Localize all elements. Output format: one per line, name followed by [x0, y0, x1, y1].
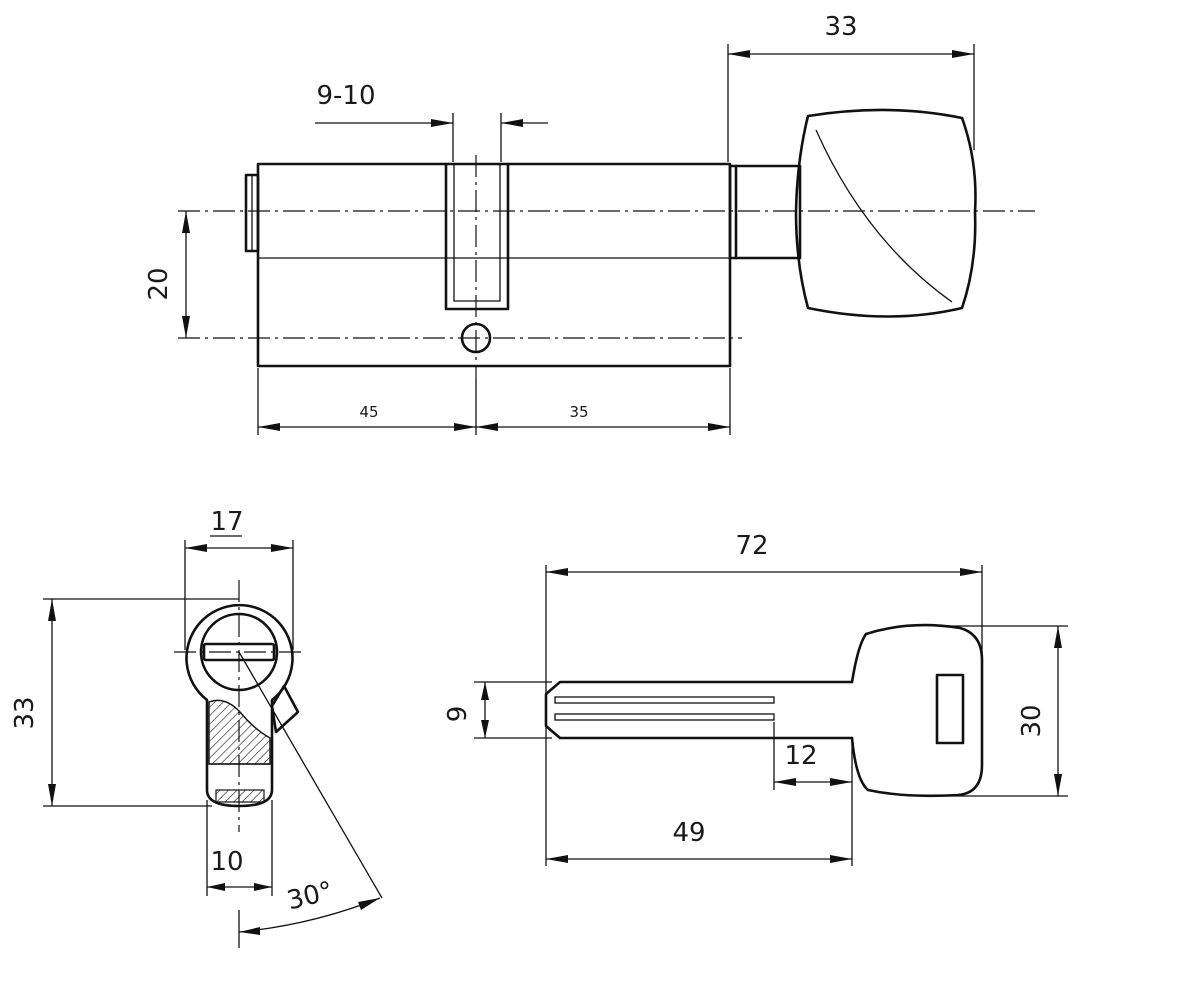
key-head-hole [935, 673, 965, 745]
cylinder-side-view: 33 9-10 20 45 [144, 12, 1035, 435]
cylinder-profile-view: 17 33 10 30° [10, 507, 383, 948]
dimension-knob-length: 33 [727, 12, 975, 162]
cylinder-body [256, 162, 732, 368]
thumb-turn-knob [794, 108, 977, 318]
dim-label-cam-angle: 30° [284, 876, 336, 916]
dim-label-key-head-height: 30 [1017, 704, 1047, 737]
cam-slot [444, 162, 510, 311]
hatched-section [208, 699, 271, 765]
dim-label-key-blade-length: 49 [672, 818, 705, 848]
dimension-key-blade-height: 9 [443, 681, 552, 739]
dim-label-body-height: 20 [144, 267, 174, 300]
key-view: 72 9 30 12 [443, 531, 1068, 866]
dimension-profile-width: 17 [184, 507, 294, 650]
dim-label-key-shoulder-gap: 12 [784, 741, 817, 771]
dimension-key-shoulder-gap: 12 [773, 722, 853, 866]
dimension-body-lengths: 45 35 [257, 368, 731, 435]
dimension-key-blade-length: 49 [546, 818, 852, 863]
dimension-cam-slot: 9-10 [315, 81, 548, 162]
dimension-bottom-width: 10 [206, 800, 273, 896]
profile-outline [185, 603, 294, 808]
knob-contour-line [815, 129, 953, 303]
knob-shaft [728, 164, 802, 260]
dim-label-knob-length: 33 [824, 12, 857, 42]
dim-label-bottom-width: 10 [210, 847, 243, 877]
dim-label-key-blade-height: 9 [443, 706, 473, 723]
key-blade [544, 680, 854, 740]
dim-label-right-length: 35 [569, 403, 588, 421]
dim-label-cam-slot: 9-10 [316, 81, 375, 111]
blade-groove-lower [554, 713, 775, 721]
dimension-body-height: 20 [144, 211, 190, 338]
fixing-screw-hole [460, 322, 492, 354]
cam-lever [270, 684, 300, 734]
key-head [850, 623, 984, 798]
cam-angle-line [238, 651, 383, 899]
dimension-profile-height: 33 [10, 598, 239, 807]
dim-label-profile-height: 33 [10, 696, 40, 729]
dimension-key-head-height: 30 [940, 625, 1068, 797]
dim-label-profile-width: 17 [210, 507, 243, 537]
hatched-bottom [215, 789, 265, 803]
cam-slot-inner [453, 164, 501, 302]
blade-groove-upper [554, 696, 775, 704]
plug-circle [199, 612, 279, 692]
dim-label-left-length: 45 [359, 403, 378, 421]
dim-label-key-overall-length: 72 [735, 531, 768, 561]
dimension-key-overall-length: 72 [545, 531, 983, 866]
keyway-slot [202, 642, 276, 662]
